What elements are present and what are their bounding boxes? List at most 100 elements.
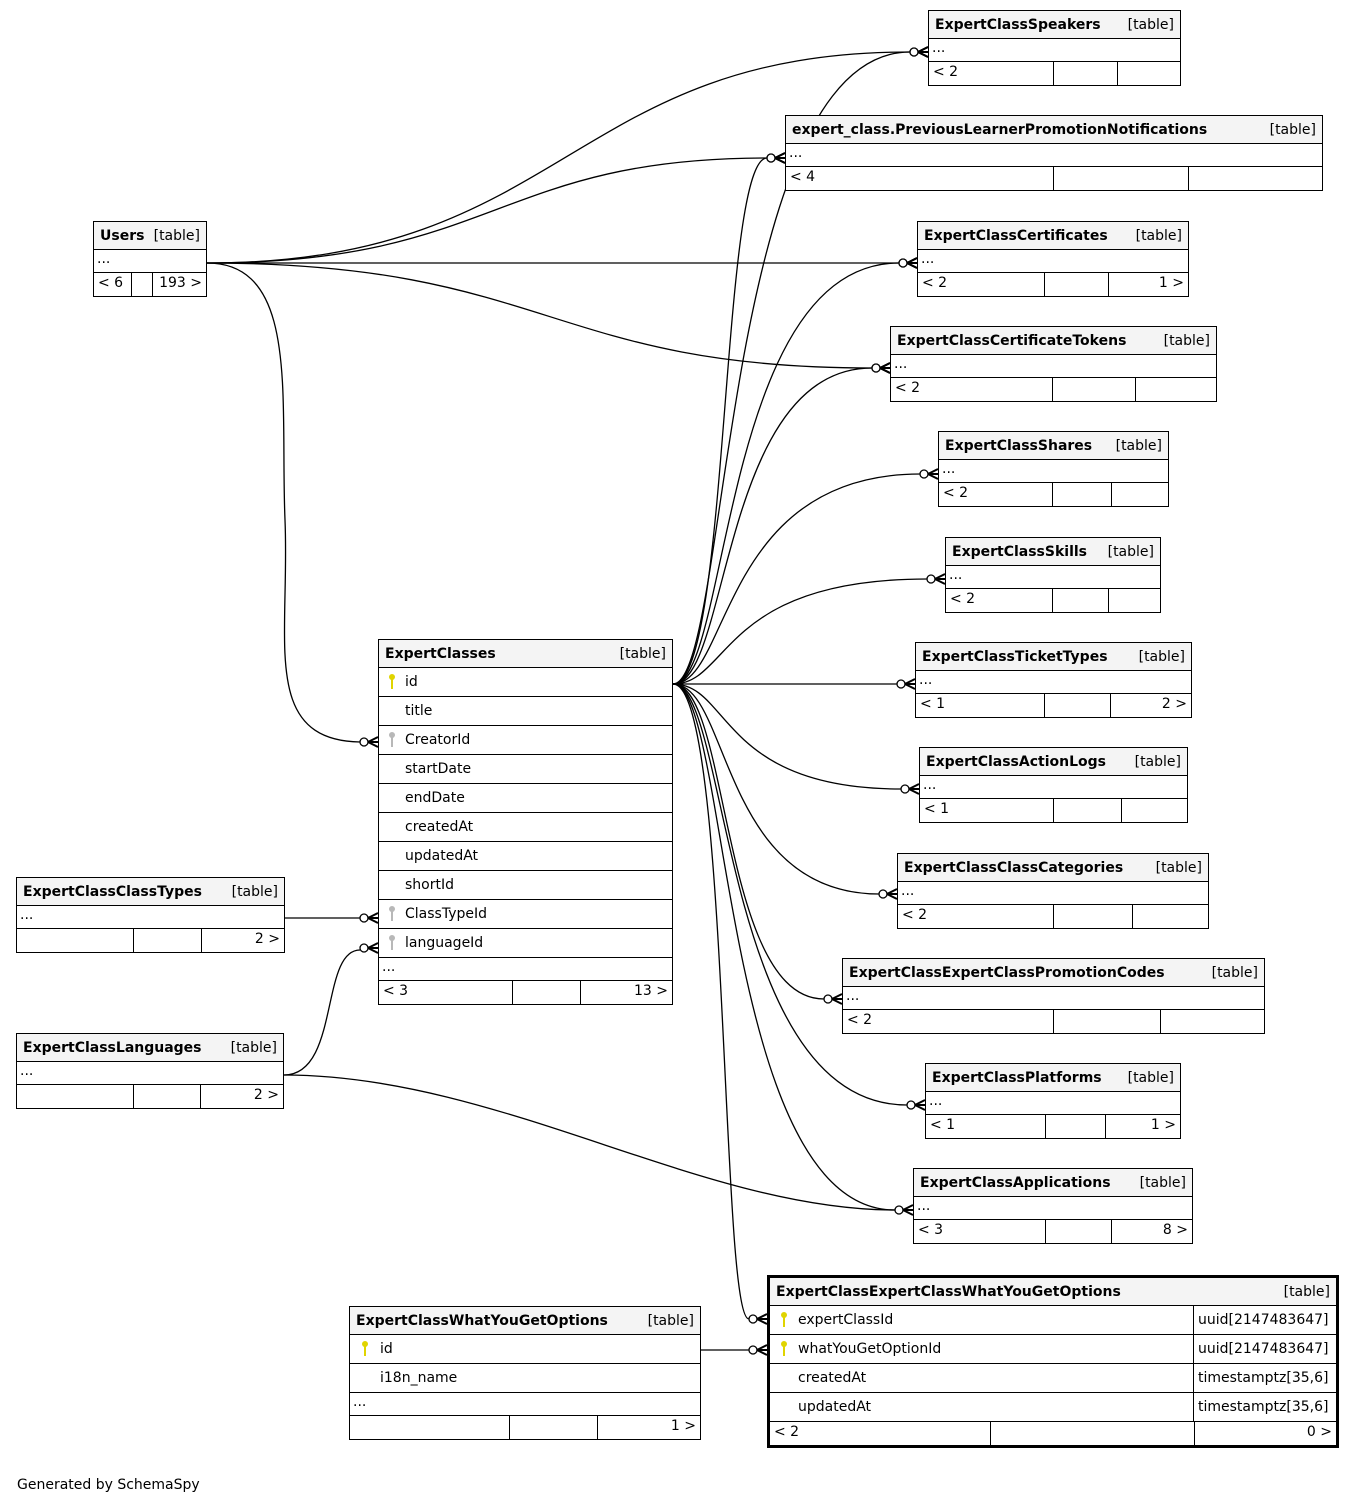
column-row[interactable]: title xyxy=(379,697,672,726)
column-row[interactable]: CreatorId xyxy=(379,726,672,755)
children-count[interactable] xyxy=(1188,167,1322,190)
table-footer: 2 > xyxy=(17,929,284,952)
parents-count[interactable]: < 2 xyxy=(895,380,921,396)
zero-or-many-marker xyxy=(906,1099,926,1111)
children-count[interactable]: 193 > xyxy=(152,273,206,296)
children-count[interactable] xyxy=(1135,378,1216,401)
parents-count[interactable]: < 2 xyxy=(933,64,959,80)
column-row[interactable]: id xyxy=(350,1335,700,1364)
table-expert-class-skills[interactable]: ExpertClassSkills[table] ... < 2 xyxy=(945,537,1161,613)
children-count[interactable] xyxy=(1111,483,1168,506)
parents-count[interactable] xyxy=(17,929,133,952)
children-count[interactable]: 2 > xyxy=(200,1085,283,1108)
table-header: ExpertClassLanguages[table] xyxy=(17,1034,283,1062)
table-footer: < 2 0 > xyxy=(770,1422,1336,1445)
parents-count[interactable]: < 4 xyxy=(790,169,816,185)
table-kind: [table] xyxy=(1211,964,1258,981)
column-name: id xyxy=(380,1341,393,1357)
table-name: ExpertClassShares xyxy=(945,437,1093,454)
column-row[interactable]: startDate xyxy=(379,755,672,784)
parents-count[interactable]: < 2 xyxy=(950,591,976,607)
table-expert-class-speakers[interactable]: ExpertClassSpeakers[table] ... < 2 xyxy=(928,10,1181,86)
parents-count[interactable]: < 2 xyxy=(902,907,928,923)
column-row[interactable]: endDate xyxy=(379,784,672,813)
children-count[interactable]: 13 > xyxy=(580,981,672,1004)
children-count[interactable] xyxy=(1121,799,1187,822)
table-name: ExpertClassActionLogs xyxy=(926,753,1106,770)
parents-count[interactable] xyxy=(17,1085,133,1108)
table-name: Users xyxy=(100,227,145,244)
zero-or-many-marker xyxy=(823,993,843,1005)
column-row[interactable]: id xyxy=(379,668,672,697)
column-row[interactable]: ClassTypeId xyxy=(379,900,672,929)
column-row[interactable]: shortId xyxy=(379,871,672,900)
children-count[interactable]: 1 > xyxy=(1108,273,1188,296)
column-row[interactable]: languageId xyxy=(379,929,672,958)
rows-count xyxy=(1045,1115,1105,1138)
parents-count[interactable]: < 2 xyxy=(847,1012,873,1028)
children-count[interactable]: 2 > xyxy=(1110,694,1191,717)
table-footer: < 1 2 > xyxy=(916,694,1191,717)
zero-or-many-marker xyxy=(894,1204,914,1216)
children-count[interactable] xyxy=(1108,589,1160,612)
table-expert-class-languages[interactable]: ExpertClassLanguages[table] ... 2 > xyxy=(16,1033,284,1109)
column-row[interactable]: updatedAt xyxy=(379,842,672,871)
parents-count[interactable]: < 2 xyxy=(943,485,969,501)
table-name: ExpertClassSkills xyxy=(952,543,1088,560)
table-expert-class-class-types[interactable]: ExpertClassClassTypes[table] ... 2 > xyxy=(16,877,285,953)
column-row[interactable]: i18n_name xyxy=(350,1364,700,1393)
children-count[interactable]: 8 > xyxy=(1111,1220,1192,1243)
column-name: languageId xyxy=(405,935,484,951)
parents-count[interactable]: < 1 xyxy=(920,696,946,712)
table-expert-class-expert-class-what-you-get-options[interactable]: ExpertClassExpertClassWhatYouGetOptions[… xyxy=(767,1275,1339,1448)
children-count[interactable]: 0 > xyxy=(1194,1422,1336,1445)
table-header: ExpertClasses[table] xyxy=(379,640,672,668)
parents-count[interactable]: < 1 xyxy=(924,801,950,817)
parents-count[interactable] xyxy=(350,1416,509,1439)
children-count[interactable] xyxy=(1160,1010,1264,1033)
table-header: ExpertClassExpertClassPromotionCodes[tab… xyxy=(843,959,1264,987)
children-count[interactable] xyxy=(1117,62,1180,85)
parents-count[interactable]: < 3 xyxy=(383,983,409,999)
table-expert-class-shares[interactable]: ExpertClassShares[table] ... < 2 xyxy=(938,431,1169,507)
table-expert-class-class-categories[interactable]: ExpertClassClassCategories[table] ... < … xyxy=(897,853,1209,929)
parents-count[interactable]: < 3 xyxy=(918,1222,944,1238)
children-count[interactable] xyxy=(1132,905,1208,928)
rows-count xyxy=(509,1416,597,1439)
children-count[interactable]: 2 > xyxy=(201,929,284,952)
zero-or-many-marker xyxy=(898,257,918,269)
table-expert-class-action-logs[interactable]: ExpertClassActionLogs[table] ... < 1 xyxy=(919,747,1188,823)
children-count[interactable]: 1 > xyxy=(597,1416,700,1439)
table-previous-learner-promotion-notifications[interactable]: expert_class.PreviousLearnerPromotionNot… xyxy=(785,115,1323,191)
column-row[interactable]: createdAt xyxy=(379,813,672,842)
column-name: whatYouGetOptionId xyxy=(798,1341,942,1357)
parents-count[interactable]: < 2 xyxy=(922,275,948,291)
parents-count[interactable]: < 1 xyxy=(930,1117,956,1133)
table-header: ExpertClassPlatforms[table] xyxy=(926,1064,1180,1092)
table-expert-class-promotion-codes[interactable]: ExpertClassExpertClassPromotionCodes[tab… xyxy=(842,958,1265,1034)
table-header: ExpertClassClassTypes[table] xyxy=(17,878,284,906)
column-name: updatedAt xyxy=(405,848,479,864)
column-type: timestamptz[35,6] xyxy=(1193,1364,1336,1392)
column-name: startDate xyxy=(405,761,472,777)
column-name: expertClassId xyxy=(798,1312,894,1328)
parents-count[interactable]: < 6 xyxy=(98,275,124,291)
table-expert-class-certificate-tokens[interactable]: ExpertClassCertificateTokens[table] ... … xyxy=(890,326,1217,402)
more-columns: ... xyxy=(920,776,1187,799)
table-kind: [table] xyxy=(231,883,278,900)
parents-count[interactable]: < 2 xyxy=(774,1424,800,1440)
children-count[interactable]: 1 > xyxy=(1105,1115,1180,1138)
key-icon xyxy=(388,674,396,690)
key-icon xyxy=(388,732,396,748)
